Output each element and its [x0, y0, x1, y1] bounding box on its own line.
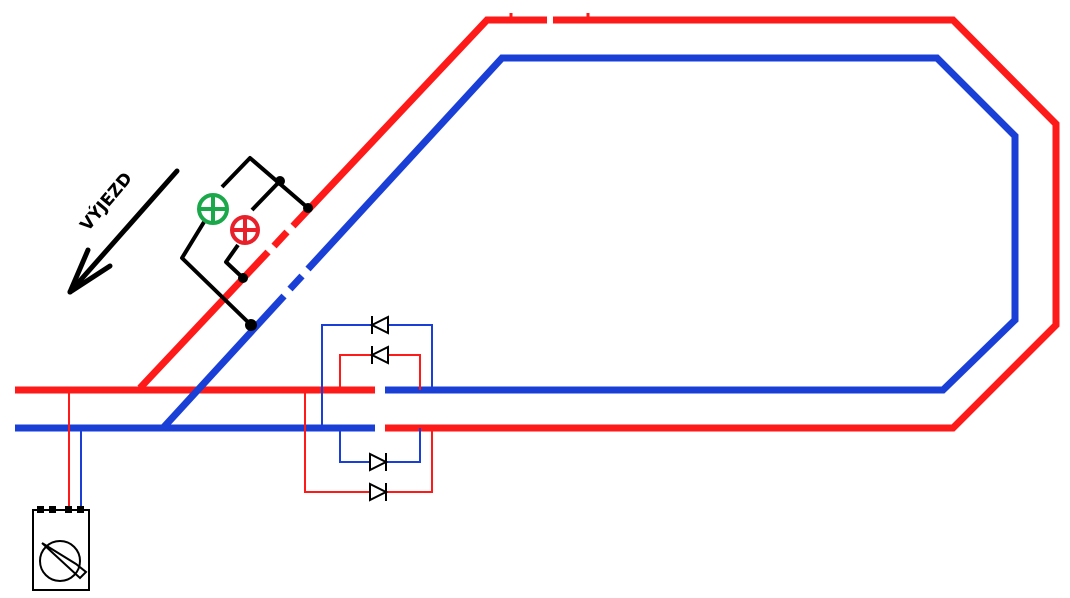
- signal-red-icon: [230, 215, 260, 245]
- signal-green-icon: [197, 193, 229, 225]
- diode-icon: [369, 452, 389, 472]
- wire-junctions: [238, 176, 313, 331]
- red-rail: [15, 13, 1060, 432]
- power-controller-icon: [32, 506, 90, 591]
- diode-icon: [369, 315, 389, 335]
- signal-wiring: [180, 156, 310, 327]
- blue-rail: [15, 54, 1019, 432]
- diode-icon: [369, 345, 389, 365]
- diodes: [369, 315, 389, 502]
- direction-arrow-icon: [67, 168, 180, 295]
- diode-icon: [369, 482, 389, 502]
